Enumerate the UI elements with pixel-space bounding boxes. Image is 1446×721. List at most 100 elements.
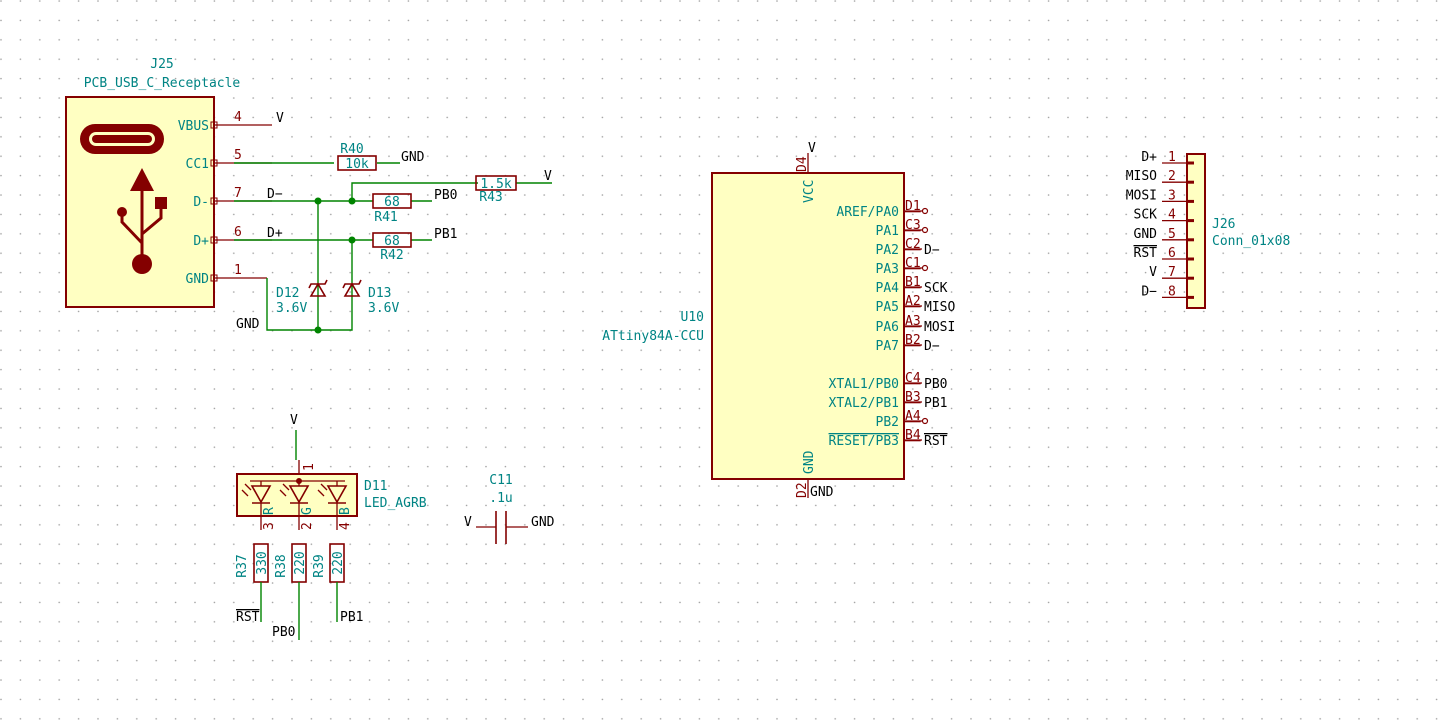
u10-pin-net-label: SCK — [924, 281, 948, 296]
j26-pin-8[interactable]: 8D− — [1141, 284, 1194, 299]
u10-vcc-net: V — [808, 141, 816, 156]
u10-pin-vcc[interactable]: D4 VCC V — [795, 141, 817, 203]
d11-top-net-label: V — [290, 413, 298, 428]
u10-gnd-name: GND — [802, 450, 817, 474]
no-connect-icon — [921, 226, 929, 234]
j25-pin-gnd[interactable]: GND 1 — [186, 263, 267, 287]
resistor-r38[interactable]: 220 R38 PB0 — [272, 543, 308, 640]
resistor-r42[interactable]: 68 R42 PB1 — [372, 227, 457, 263]
junction-dot — [348, 197, 356, 205]
resistor-r43[interactable]: 1.5k R43 V — [475, 169, 552, 205]
zener-diode-d13[interactable]: D13 3.6V — [342, 279, 399, 316]
d12-value: 3.6V — [276, 301, 307, 316]
d13-value: 3.6V — [368, 301, 399, 316]
u10-pin-name: PA5 — [876, 300, 899, 315]
r38-ref: R38 — [274, 554, 289, 577]
u10-value: ATtiny84A-CCU — [602, 329, 704, 344]
u10-pin-name: XTAL2/PB1 — [829, 396, 899, 411]
u10-pin-name: RESET/PB3 — [829, 434, 899, 449]
j26-pin-7[interactable]: 7V — [1149, 265, 1194, 280]
u10-pin-num: B4 — [905, 428, 921, 443]
u10-vcc-num: D4 — [795, 156, 810, 172]
u10-pin-net-label: PB0 — [924, 377, 947, 392]
r37-net-label: RST — [236, 610, 260, 625]
r39-net-label: PB1 — [340, 610, 363, 625]
j26-ref: J26 — [1212, 217, 1235, 232]
resistor-r41[interactable]: 68 R41 PB0 — [372, 188, 457, 225]
j25-value: PCB_USB_C_Receptacle — [84, 76, 241, 91]
pin-tab — [1187, 199, 1194, 203]
c11-left-net-label: V — [464, 515, 472, 530]
d11-pin-blue-num: 4 — [338, 522, 353, 530]
u10-pin-name: PA6 — [876, 320, 899, 335]
r39-value: 220 — [331, 551, 346, 574]
capacitor-c11[interactable]: C11 .1u V GND — [464, 473, 555, 544]
ic-u10-attiny84[interactable]: U10 ATtiny84A-CCU D4 VCC V D2 GND GND AR… — [602, 141, 955, 500]
r43-value: 1.5k — [480, 177, 511, 192]
resistor-r40[interactable]: R40 10k GND — [337, 142, 425, 172]
pin-tab — [1187, 219, 1194, 223]
j25-pin-dminus-num: 7 — [234, 186, 242, 201]
c11-ref: C11 — [489, 473, 512, 488]
led-green-icon — [279, 481, 310, 530]
j25-usb-c-receptacle[interactable]: J25 PCB_USB_C_Receptacle VBUS 4 CC1 — [65, 57, 272, 308]
u10-pin-net-label: PB1 — [924, 396, 947, 411]
j26-pin-num: 5 — [1168, 227, 1176, 242]
u10-pin-net-label: RST — [924, 434, 948, 449]
led-blue-icon — [317, 481, 348, 530]
j25-pin-dplus-name: D+ — [193, 234, 209, 249]
j26-pin-net-label: D− — [1141, 284, 1157, 299]
r43-ref: R43 — [479, 190, 502, 205]
u10-pin-net-label: D− — [924, 243, 940, 258]
j25-pin-vbus[interactable]: VBUS 4 — [178, 110, 272, 134]
no-connect-icon — [921, 417, 929, 425]
connector-j26[interactable]: J26 Conn_01x08 1D+2MISO3MOSI4SCK5GND6RST… — [1126, 150, 1291, 309]
resistor-r39[interactable]: 220 R39 PB1 — [312, 543, 363, 625]
d11-value: LED_AGRB — [364, 496, 427, 511]
resistor-r37[interactable]: 330 R37 RST — [235, 543, 270, 625]
u10-pin-name: PA7 — [876, 339, 899, 354]
zener-diode-d12[interactable]: D12 3.6V — [276, 279, 328, 316]
pin-tab — [1187, 276, 1194, 280]
usb-c-port-icon — [80, 124, 164, 154]
j25-pin-dplus-num: 6 — [234, 225, 242, 240]
u10-pin-gnd[interactable]: D2 GND GND — [795, 450, 834, 500]
r40-value: 10k — [345, 157, 369, 172]
j25-pin-cc1-num: 5 — [234, 148, 242, 163]
d11-pin-green-letter: G — [300, 507, 315, 515]
j26-pin-net-label: RST — [1134, 246, 1158, 261]
u10-pin-num: C2 — [905, 237, 921, 252]
j26-pin-1[interactable]: 1D+ — [1141, 150, 1194, 165]
u10-pin-name: AREF/PA0 — [836, 205, 899, 220]
r39-ref: R39 — [312, 554, 327, 577]
u10-pin-num: C1 — [905, 256, 921, 271]
j25-pin-vbus-name: VBUS — [178, 119, 209, 134]
d11-pin-blue-letter: B — [338, 507, 353, 515]
u10-pin-name: PA2 — [876, 243, 899, 258]
no-connect-icon — [921, 264, 929, 272]
pin-tab — [1187, 295, 1194, 299]
u10-pin-num: A2 — [905, 294, 921, 309]
r42-value: 68 — [384, 234, 400, 249]
u10-pin-net-label: D− — [924, 339, 940, 354]
j26-pin-net-label: SCK — [1134, 208, 1158, 223]
led-d11-agrb[interactable]: V 1 3 R — [236, 413, 427, 530]
